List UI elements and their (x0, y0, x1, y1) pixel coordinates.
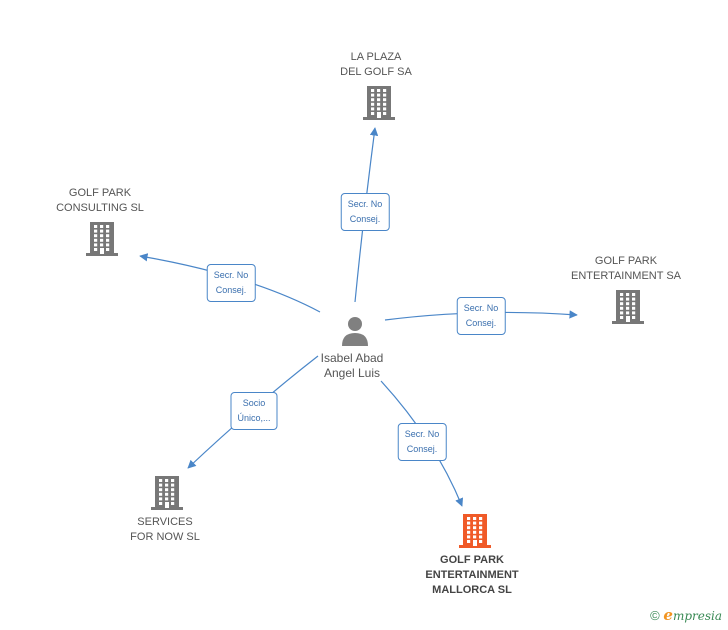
building-icon[interactable] (363, 86, 395, 120)
edge-label-golf-park-entertainment-sa-line: Consej. (465, 318, 497, 328)
company-name-la-plaza-del-golf[interactable]: LA PLAZA DEL GOLF SA (340, 50, 412, 80)
company-name-golf-park-consulting-line: GOLF PARK (68, 187, 132, 199)
company-name-golf-park-consulting-line: CONSULTING SL (56, 202, 144, 214)
company-name-golf-park-consulting[interactable]: GOLF PARK CONSULTING SL (56, 186, 144, 216)
edge-label-golf-park-entertainment-sa[interactable]: Secr. No Consej. (456, 297, 506, 335)
building-icon[interactable] (86, 222, 118, 256)
company-name-golf-park-entertainment-mallorca-line: MALLORCA SL (432, 584, 512, 596)
edge-label-golf-park-entertainment-sa-line: Secr. No (463, 303, 499, 313)
company-name-golf-park-entertainment-mallorca-line: GOLF PARK (440, 554, 504, 566)
edge-label-golf-park-consulting[interactable]: Secr. No Consej. (206, 264, 256, 302)
person-name-line: Isabel Abad (320, 351, 384, 365)
brand-logo: empresia (663, 606, 722, 624)
edge-label-la-plaza-del-golf[interactable]: Secr. No Consej. (340, 193, 390, 231)
edge-label-la-plaza-del-golf-line: Consej. (349, 214, 381, 224)
company-name-golf-park-entertainment-sa-line: GOLF PARK (594, 255, 658, 267)
edge-label-services-for-now-line: Único,... (237, 413, 271, 423)
footer-brand[interactable]: © empresia (650, 606, 722, 624)
company-name-golf-park-entertainment-mallorca[interactable]: GOLF PARK ENTERTAINMENT MALLORCA SL (425, 553, 518, 598)
company-name-services-for-now[interactable]: SERVICES FOR NOW SL (130, 515, 200, 545)
company-name-la-plaza-del-golf-line: LA PLAZA (350, 51, 402, 63)
company-name-services-for-now-line: SERVICES (137, 516, 193, 528)
company-name-la-plaza-del-golf-line: DEL GOLF SA (340, 66, 412, 78)
edge-label-golf-park-consulting-line: Secr. No (213, 270, 249, 280)
copyright-symbol: © (650, 608, 660, 623)
person-icon[interactable] (341, 316, 369, 346)
company-name-golf-park-entertainment-sa-line: ENTERTAINMENT SA (570, 270, 682, 282)
person-name-line: Angel Luis (323, 366, 381, 380)
edge-label-la-plaza-del-golf-line: Secr. No (347, 199, 383, 209)
edge-label-golf-park-entertainment-mallorca[interactable]: Secr. No Consej. (397, 423, 447, 461)
brand-initial: e (663, 606, 673, 624)
building-icon[interactable] (151, 476, 183, 510)
building-icon[interactable] (612, 290, 644, 324)
edge-label-golf-park-consulting-line: Consej. (215, 285, 247, 295)
edge-label-services-for-now-line: Socio (242, 398, 266, 408)
company-name-golf-park-entertainment-mallorca-line: ENTERTAINMENT (425, 569, 519, 581)
company-name-golf-park-entertainment-sa[interactable]: GOLF PARK ENTERTAINMENT SA (571, 254, 681, 284)
edge-label-golf-park-entertainment-mallorca-line: Consej. (406, 444, 438, 454)
edge-label-golf-park-entertainment-mallorca-line: Secr. No (404, 429, 440, 439)
brand-name: mpresia (672, 609, 722, 623)
company-name-services-for-now-line: FOR NOW SL (130, 531, 200, 543)
building-icon[interactable] (459, 514, 491, 548)
